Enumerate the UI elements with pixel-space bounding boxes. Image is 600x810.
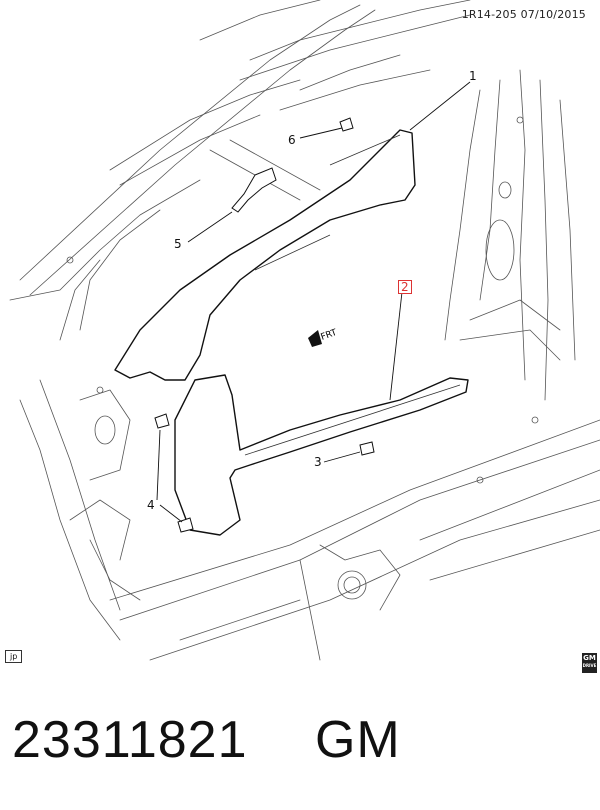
part-2-lower-garnish [174,374,469,536]
callout-2: 2 [398,280,412,294]
part-number-line: 23311821 GM [12,710,401,770]
diagram-reference: 1R14-205 07/10/2015 [461,8,586,21]
callout-3: 3 [314,455,322,469]
language-badge: jp [5,650,23,663]
part-1-pillar-garnish [114,129,416,381]
callout-4: 4 [147,498,155,512]
clip-parts [154,117,375,533]
part-number: 23311821 [12,711,248,769]
parts-diagram: FRT [9,0,600,661]
brand-name: GM [314,711,401,769]
callout-5: 5 [174,237,182,251]
gm-logo-text: GM [583,654,596,662]
callout-leaders [156,81,471,523]
vehicle-body-linework [9,0,600,661]
callout-1: 1 [469,69,477,83]
gm-logo-subtext: DRIVE [582,663,597,668]
callout-6: 6 [288,133,296,147]
gm-logo: GM DRIVE [582,653,597,673]
frt-label: FRT [320,328,339,343]
front-direction-arrow: FRT [308,328,339,347]
